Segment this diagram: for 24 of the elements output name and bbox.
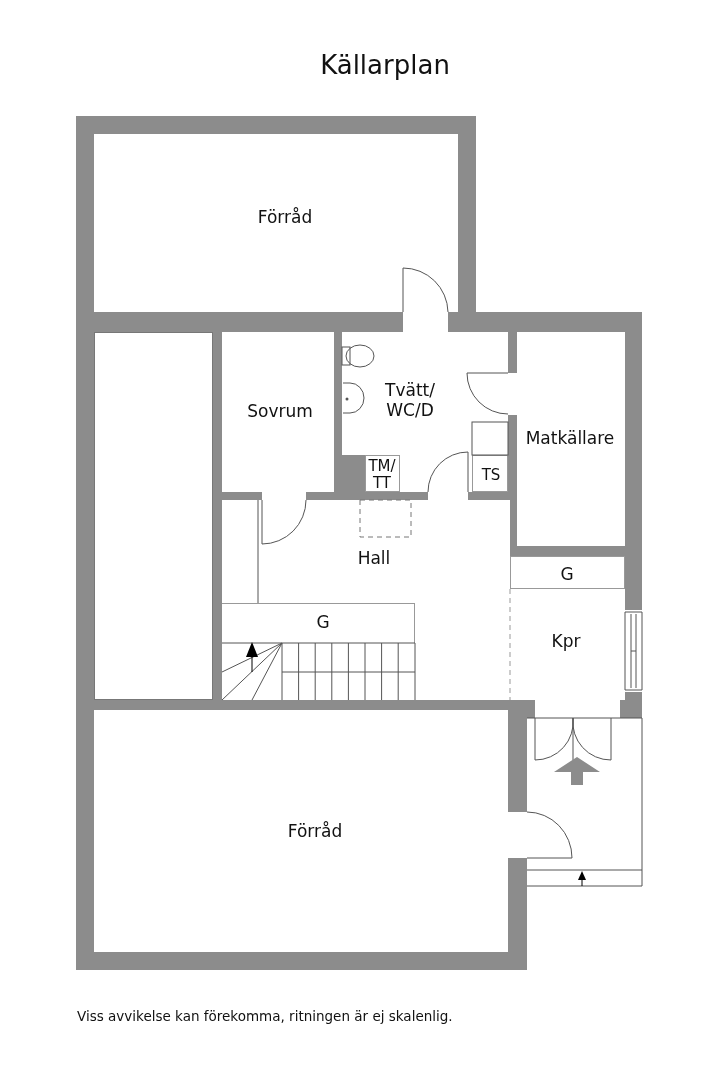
room-label: Förråd (256, 207, 314, 227)
plan-title: Källarplan (319, 50, 451, 80)
room (510, 589, 625, 700)
room (222, 603, 415, 643)
disclaimer-note: Viss avvikelse kan förekomma, ritningen är ej skalenlig. (77, 1008, 453, 1024)
room (342, 332, 508, 492)
room-label: Kpr (550, 631, 582, 651)
room-label: Sovrum (246, 401, 314, 421)
room (517, 332, 625, 546)
room-label: G (315, 612, 331, 632)
room (472, 455, 508, 492)
room-area (94, 332, 213, 700)
room (222, 332, 334, 492)
room-label: Förråd (286, 821, 344, 841)
room (222, 500, 510, 700)
room-label: TS (480, 465, 502, 485)
room (510, 556, 625, 589)
room-label: TM/ TT (367, 458, 397, 492)
room-label: Tvätt/ WC/D (384, 380, 436, 420)
room-label: Matkällare (524, 428, 616, 448)
room-label: G (559, 564, 575, 584)
room (94, 710, 508, 952)
room (94, 134, 458, 312)
room-label: Hall (356, 548, 392, 568)
